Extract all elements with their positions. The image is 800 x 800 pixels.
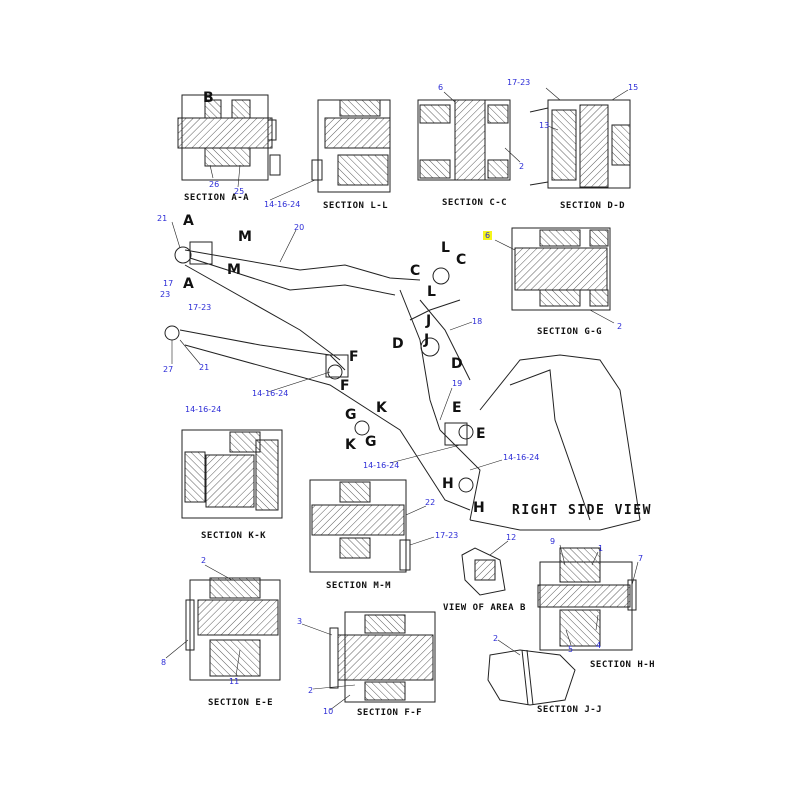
letter-d-right: D (451, 356, 463, 372)
callout-26: 26 (209, 180, 220, 189)
section-c-c-label: SECTION C-C (442, 198, 508, 208)
letter-g-top: G (345, 407, 357, 423)
letter-j-top: J (426, 313, 432, 329)
callout-5: 5 (568, 645, 574, 654)
callout-14-16-24-kk: 14-16-24 (185, 405, 222, 414)
letter-c-left: C (410, 263, 421, 279)
section-d-d-drawing (529, 99, 631, 189)
section-h-h-drawing (537, 547, 637, 651)
letter-e-top: E (452, 400, 462, 416)
letter-k-top: K (376, 400, 387, 416)
letter-j-bottom: J (424, 332, 430, 348)
section-e-e-label: SECTION E-E (208, 698, 274, 708)
callout-14-16-24-stick: 14-16-24 (252, 389, 289, 398)
section-l-l-label: SECTION L-L (323, 201, 389, 211)
section-m-m-label: SECTION M-M (326, 581, 392, 591)
letter-f-top: F (349, 349, 359, 365)
callout-10: 10 (323, 707, 334, 716)
callout-17-23-dd: 17-23 (507, 78, 531, 87)
letter-b: B (203, 90, 214, 106)
area-b-drawing (461, 547, 506, 596)
section-c-c-drawing (417, 99, 511, 181)
section-k-k-drawing (181, 429, 283, 519)
section-f-f-label: SECTION F-F (357, 708, 423, 718)
section-e-e-drawing (185, 577, 281, 681)
letter-d-left: D (392, 336, 404, 352)
view-title: RIGHT SIDE VIEW (512, 503, 652, 518)
callout-8: 8 (161, 658, 167, 667)
section-a-a-drawing (177, 94, 281, 181)
section-g-g-drawing (511, 227, 611, 311)
leader-lines (165, 87, 639, 711)
callout-2-ee: 2 (201, 556, 207, 565)
callout-21-bottom: 21 (199, 363, 210, 372)
letter-c-right: C (456, 252, 467, 268)
callout-15: 15 (628, 83, 639, 92)
callout-9: 9 (550, 537, 556, 546)
callout-17-23-mm: 17-23 (435, 531, 459, 540)
callout-14-16-24-link: 14-16-24 (363, 461, 400, 470)
letter-e-right: E (476, 426, 486, 442)
callout-2-gg: 2 (617, 322, 623, 331)
callout-14-16-24-aa: 14-16-24 (264, 200, 301, 209)
callout-2-cc: 2 (519, 162, 525, 171)
callout-17-23-main: 17-23 (188, 303, 212, 312)
callout-19: 19 (452, 379, 463, 388)
section-f-f-drawing (329, 611, 436, 703)
callout-11: 11 (229, 677, 240, 686)
letter-g-bottom: G (365, 434, 377, 450)
section-l-l-drawing (311, 99, 391, 193)
callout-1: 1 (598, 544, 604, 553)
callout-18: 18 (472, 317, 483, 326)
callout-4: 4 (596, 641, 602, 650)
letter-a-top: A (183, 213, 194, 229)
callout-3: 3 (297, 617, 303, 626)
letter-l-top: L (441, 240, 450, 256)
section-h-h-label: SECTION H-H (590, 660, 656, 670)
callout-17: 17 (163, 279, 174, 288)
area-b-label: VIEW OF AREA B (443, 603, 526, 613)
callout-27: 27 (163, 365, 174, 374)
callout-25: 25 (234, 187, 245, 196)
letter-f-bottom: F (340, 378, 350, 394)
callout-6-cc: 6 (438, 83, 444, 92)
callout-14-16-24-bucket: 14-16-24 (503, 453, 540, 462)
callout-12: 12 (506, 533, 517, 542)
callout-2-ff: 2 (308, 686, 314, 695)
callout-6-highlighted: 6 (483, 231, 493, 240)
main-linkage-drawing (164, 241, 641, 531)
callout-13: 13 (539, 121, 550, 130)
section-k-k-label: SECTION K-K (201, 531, 267, 541)
letter-k-bottom: K (345, 437, 356, 453)
callout-23: 23 (160, 290, 171, 299)
letter-h-bottom: H (473, 500, 485, 516)
callout-2-jj: 2 (493, 634, 499, 643)
section-m-m-drawing (309, 479, 411, 573)
section-a-a-label: SECTION A-A (184, 193, 250, 203)
section-j-j-label: SECTION J-J (537, 705, 603, 715)
callout-21-top: 21 (157, 214, 168, 223)
letter-m-bottom: M (227, 262, 241, 278)
callout-22: 22 (425, 498, 436, 507)
letter-h-left: H (442, 476, 454, 492)
section-j-j-drawing (487, 649, 576, 706)
letter-a-bottom: A (183, 276, 194, 292)
letter-l-bottom: L (427, 284, 436, 300)
section-g-g-label: SECTION G-G (537, 327, 603, 337)
letter-m-top: M (238, 229, 252, 245)
section-d-d-label: SECTION D-D (560, 201, 626, 211)
callout-7: 7 (638, 554, 644, 563)
callout-20: 20 (294, 223, 305, 232)
